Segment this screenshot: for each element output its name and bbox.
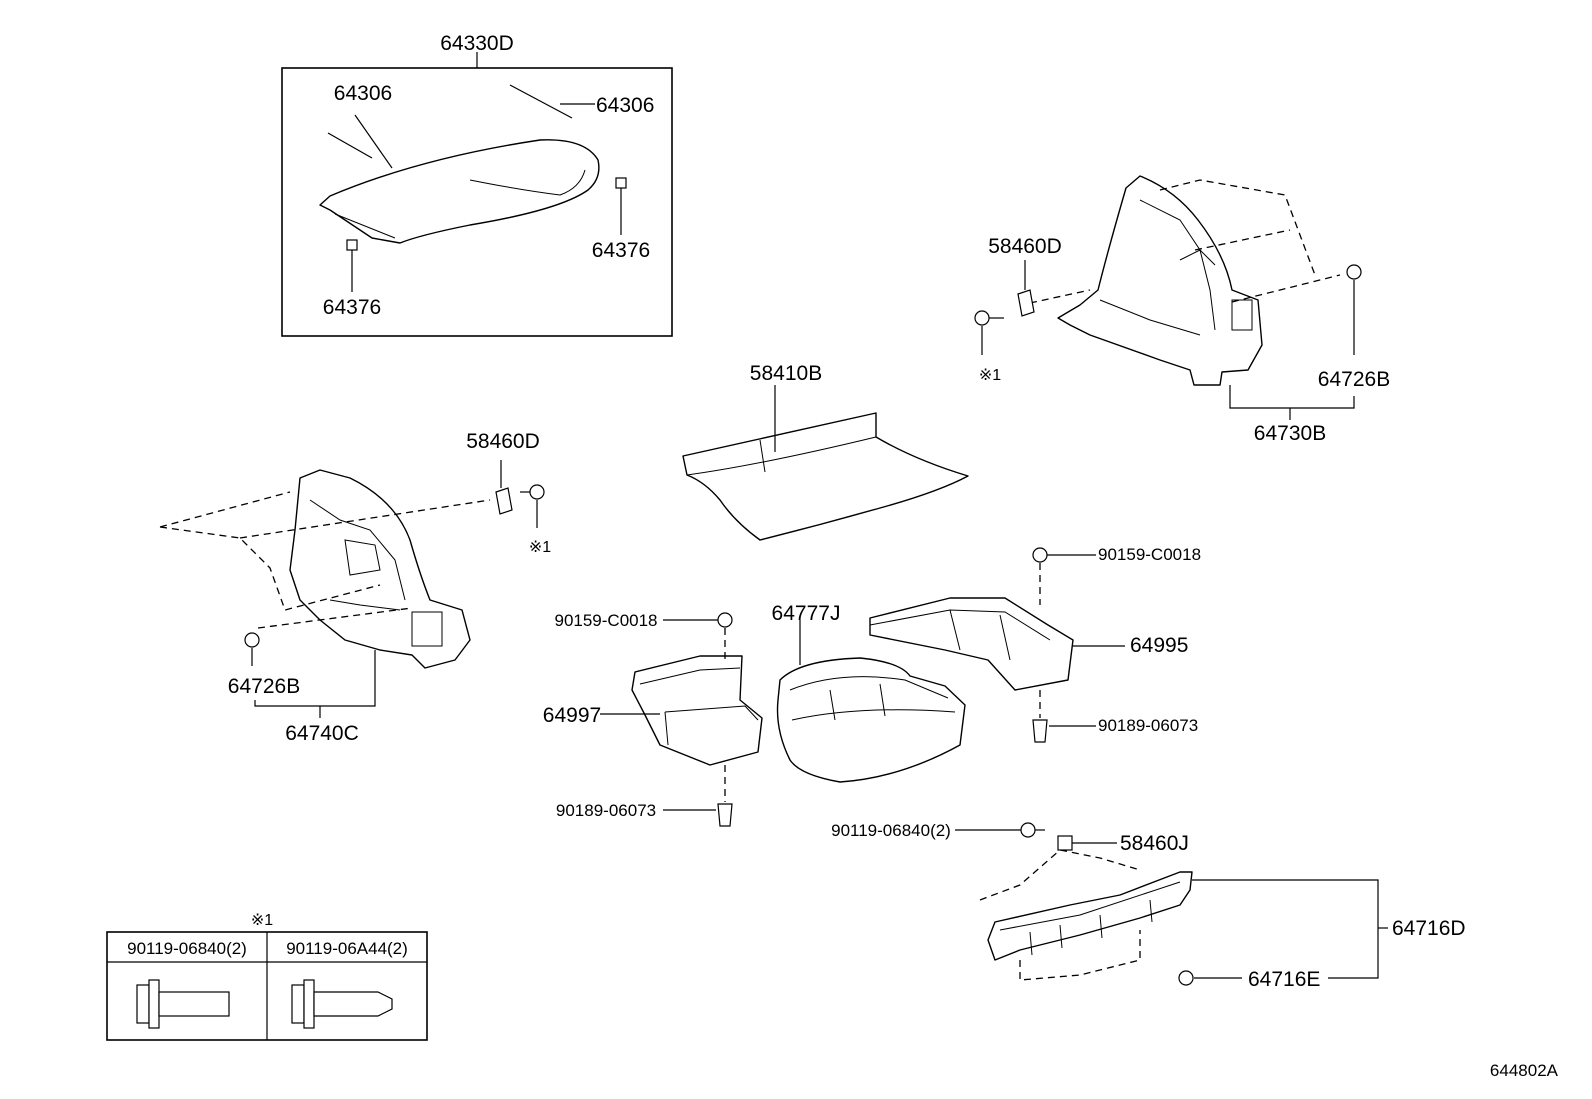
label-64376-right: 64376 [592, 239, 650, 262]
label-64376-left: 64376 [323, 296, 381, 319]
storage-box-64995 [869, 597, 1074, 691]
bolt-note1-left [529, 484, 545, 500]
label-64997: 64997 [543, 704, 601, 727]
clip-64726B-right [1346, 264, 1362, 280]
label-90159-left: 90159-C0018 [554, 611, 657, 630]
bolt-illustration-2 [291, 979, 393, 1029]
clip-58460D-right [1017, 289, 1035, 317]
label-58460J: 58460J [1120, 832, 1189, 855]
note-table-col2: 90119-06A44(2) [286, 939, 408, 958]
label-64995: 64995 [1130, 634, 1188, 657]
trunk-floor-mat [682, 412, 969, 541]
clip-90189-left [717, 803, 733, 827]
left-side-trim-group: 58460D ※1 64726B 64740C [159, 430, 551, 745]
label-64330D: 64330D [440, 32, 514, 55]
label-note1-right: ※1 [979, 367, 1001, 384]
label-64306-right: 64306 [596, 94, 654, 117]
storage-box-64997 [631, 655, 763, 766]
rod-64306-left [327, 132, 373, 159]
label-note1-left: ※1 [529, 539, 551, 556]
package-tray-board [319, 139, 600, 244]
package-tray-group: 64330D 64306 64306 64376 64376 [281, 32, 673, 337]
label-64777J: 64777J [772, 602, 841, 625]
clip-64376-left [346, 239, 358, 251]
label-58460D-right: 58460D [988, 235, 1062, 258]
clip-64376-right [615, 177, 627, 189]
label-64716D: 64716D [1392, 917, 1466, 940]
right-side-trim-group: 64726B 64730B 58460D ※1 [974, 175, 1390, 445]
reference-code: 644802A [1490, 1061, 1559, 1080]
label-90189-right: 90189-06073 [1098, 716, 1198, 735]
label-64726B-right: 64726B [1318, 368, 1390, 391]
label-58460D-left: 58460D [466, 430, 540, 453]
note-table-col1: 90119-06840(2) [127, 939, 247, 958]
rear-sill-plate-group: 90119-06840(2) 58460J 64716E 64716D [831, 821, 1465, 991]
rod-64306-right [509, 84, 573, 119]
label-64730B: 64730B [1254, 422, 1326, 445]
clip-58460J [1057, 835, 1073, 851]
bolt-90119 [1020, 822, 1036, 838]
trunk-mat-group: 58410B [682, 362, 969, 541]
screw-90159-right [1032, 547, 1048, 563]
label-90119: 90119-06840(2) [831, 821, 951, 840]
clip-90189-right [1032, 719, 1048, 743]
right-quarter-trim-panel [1057, 175, 1263, 386]
label-64726B-left: 64726B [228, 675, 300, 698]
clip-64726B-left [244, 632, 260, 648]
bolt-illustration-1 [136, 979, 230, 1029]
label-90189-left: 90189-06073 [556, 801, 656, 820]
label-64306-left: 64306 [334, 82, 392, 105]
label-90159-right: 90159-C0018 [1098, 545, 1201, 564]
note-table-title: ※1 [251, 912, 273, 929]
label-64716E: 64716E [1248, 968, 1320, 991]
screw-90159-left [717, 612, 733, 628]
clip-58460D-left [495, 487, 513, 515]
note-table: ※1 90119-06840(2) 90119-06A44(2) [106, 912, 428, 1041]
label-64740C: 64740C [285, 722, 359, 745]
label-58410B: 58410B [750, 362, 822, 385]
rear-sill-scuff-plate [987, 871, 1193, 961]
bolt-note1-right [974, 310, 990, 326]
storage-tray-64777J [776, 657, 966, 783]
clip-64716E [1178, 970, 1194, 986]
storage-boxes-group: 64997 90159-C0018 90189-06073 64777J 649… [543, 545, 1201, 827]
